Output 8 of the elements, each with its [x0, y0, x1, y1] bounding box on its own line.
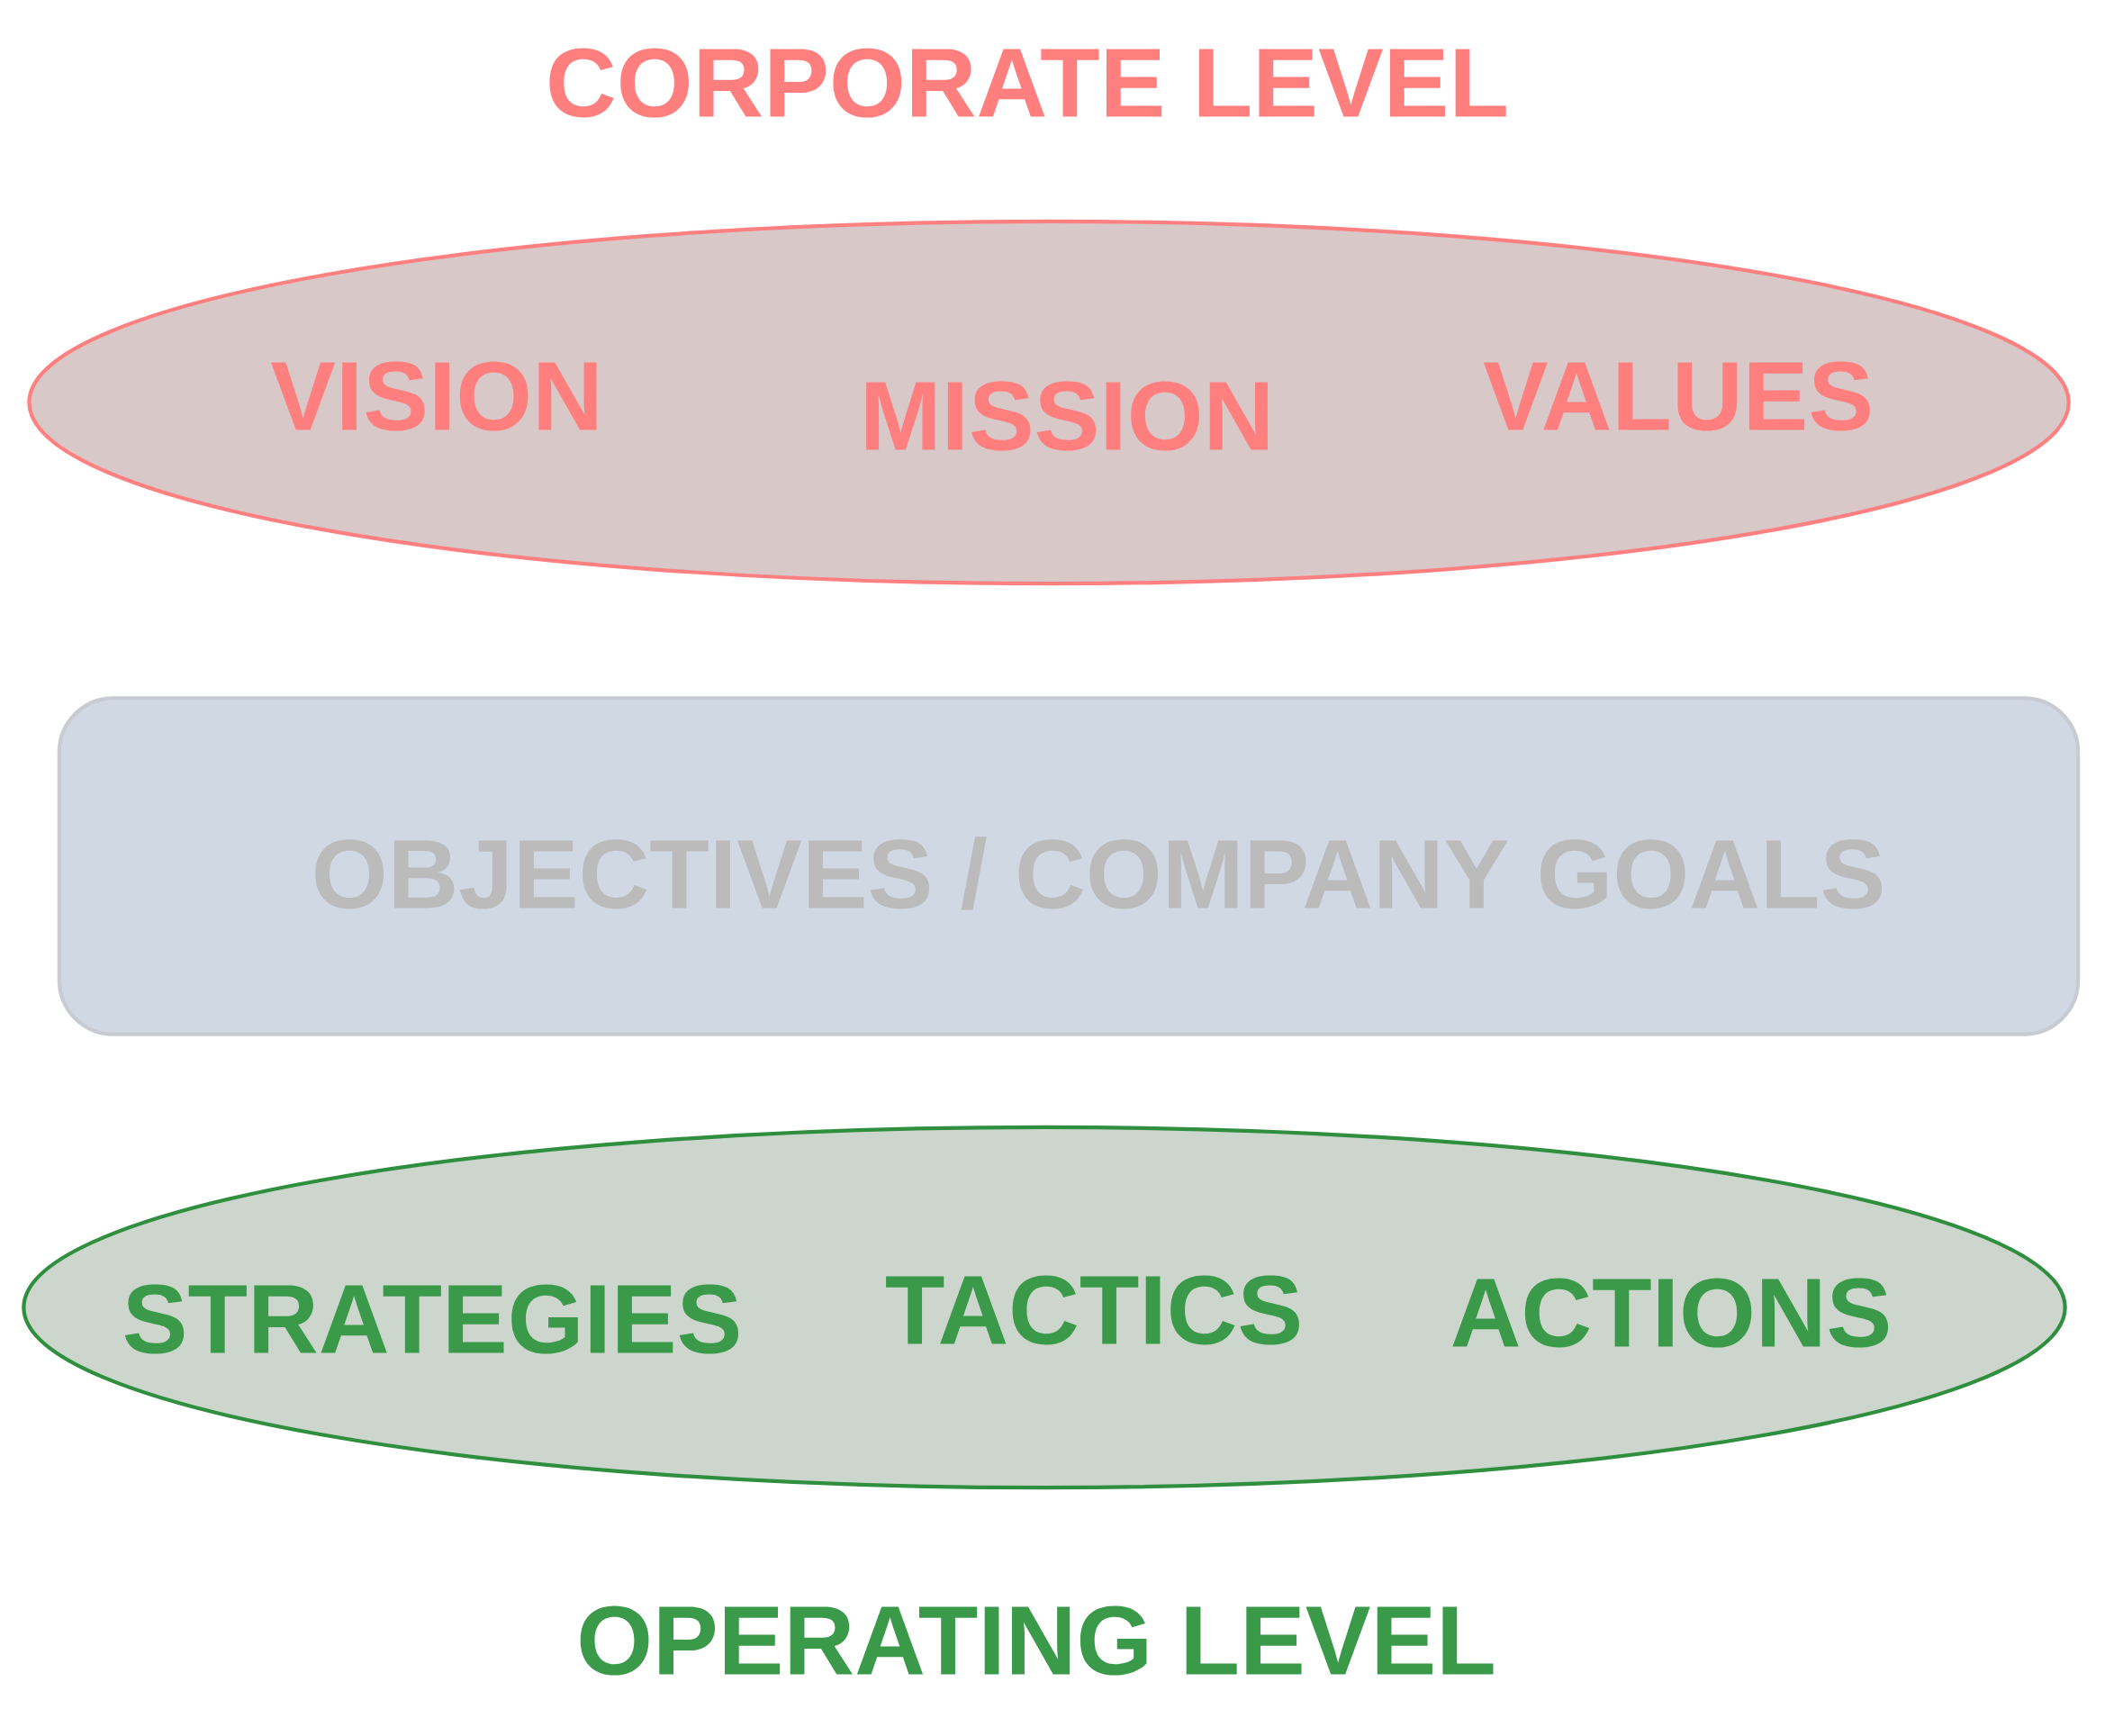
node-text: STRATEGIES	[124, 1284, 739, 1354]
node-text: ACTIONS	[1452, 1278, 1888, 1348]
node-text: VALUES	[1483, 361, 1870, 431]
node-text: VISION	[271, 361, 597, 431]
level-heading: OPERATING LEVEL	[580, 1605, 1494, 1676]
node-text: TACTICS	[886, 1275, 1299, 1345]
level-heading: CORPORATE LEVEL	[549, 48, 1506, 118]
node-text: MISSION	[866, 381, 1268, 451]
